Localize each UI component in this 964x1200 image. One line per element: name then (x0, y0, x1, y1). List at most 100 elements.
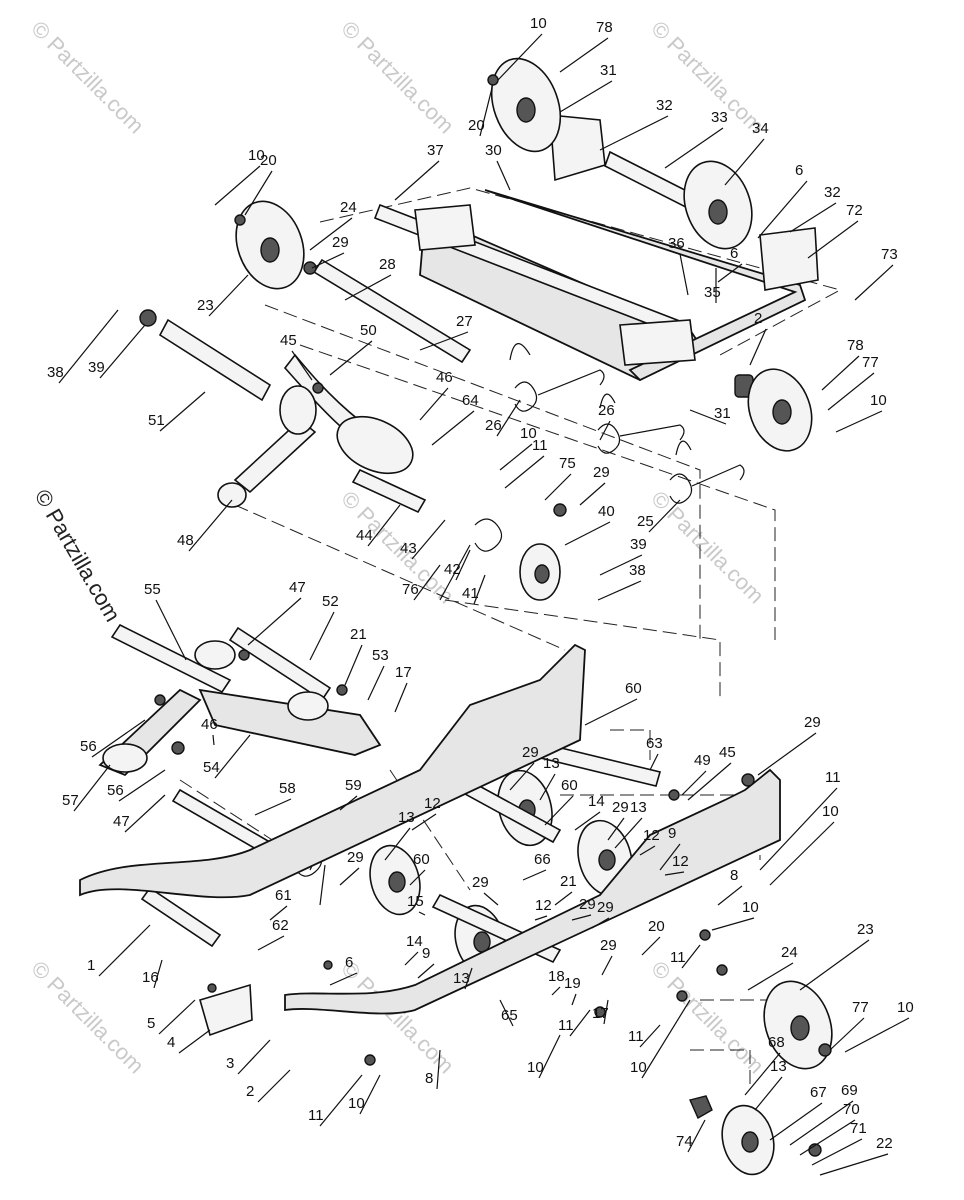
callout: 12 (411, 795, 441, 831)
callout-label: 34 (752, 120, 769, 137)
callout: 66 (522, 851, 551, 881)
callout-leader-line (247, 597, 302, 646)
callout-label: 59 (345, 777, 362, 794)
callout-leader-line (539, 773, 556, 801)
callout-leader-line (291, 350, 313, 381)
callout-label: 20 (260, 152, 277, 169)
callout-leader-line (509, 762, 535, 791)
callout-label: 45 (280, 332, 297, 349)
callout-label: 44 (356, 527, 373, 544)
callout-leader-line (679, 253, 689, 296)
callout-leader-line (214, 165, 261, 206)
callout: 46 (419, 369, 453, 421)
callout: 73 (854, 246, 898, 301)
callout-label: 29 (332, 234, 349, 251)
callout-label: 20 (648, 918, 665, 935)
callout: 64 (431, 392, 479, 446)
callout: 39 (88, 324, 146, 379)
callout: 49 (681, 752, 711, 796)
callout: 14 (574, 793, 605, 831)
callout-leader-line (499, 999, 514, 1027)
callout-label: 14 (588, 793, 605, 810)
callout: 23 (197, 274, 249, 317)
wheel-40 (519, 543, 561, 601)
callout-label: 6 (795, 162, 803, 179)
callout-label: 29 (804, 714, 821, 731)
callout-leader-line (418, 911, 426, 916)
callout-leader-line (569, 1009, 591, 1037)
callout: 11 (670, 944, 701, 969)
callout: 78 (821, 337, 864, 391)
callout-label: 70 (843, 1101, 860, 1118)
callout-label: 22 (876, 1135, 893, 1152)
callout: 20 (468, 87, 493, 137)
callout: 60 (544, 777, 578, 826)
callout-label: 11 (670, 949, 686, 966)
callout-label: 30 (485, 142, 502, 159)
callout: 70 (799, 1101, 860, 1156)
callout-leader-line (367, 665, 385, 701)
wheel-13-c (369, 844, 421, 916)
callout-leader-line (757, 180, 808, 239)
callout-leader-line (681, 944, 701, 969)
callout-leader-line (409, 869, 426, 886)
callout-label: 5 (147, 1015, 155, 1032)
callout-label: 36 (668, 235, 685, 252)
callout-leader-line (158, 999, 196, 1035)
callout-leader-line (641, 999, 691, 1079)
callout-label: 48 (177, 532, 194, 549)
callout: 18 (548, 968, 565, 996)
callout-label: 77 (862, 354, 879, 371)
callout-label: 10 (742, 899, 759, 916)
callout-leader-line (58, 309, 119, 384)
callout: 48 (177, 499, 233, 552)
hardware (139, 74, 832, 1157)
callout: 6 (717, 245, 743, 283)
callout: 13 (384, 809, 415, 861)
watermark-text: © Partzilla.com (646, 956, 769, 1079)
callout: 17 (592, 999, 609, 1025)
callout: 38 (47, 309, 119, 384)
callout: 38 (597, 562, 646, 601)
callout: 63 (646, 735, 663, 771)
callout-label: 76 (402, 581, 419, 598)
callout-leader-line (496, 160, 511, 191)
callout-label: 73 (881, 246, 898, 263)
callout-label: 12 (643, 827, 660, 844)
wheel-23-top (235, 200, 305, 290)
callout: 65 (499, 999, 518, 1027)
callout: 44 (356, 504, 401, 547)
callout: 11 (504, 437, 548, 489)
callout-label: 78 (847, 337, 864, 354)
callout-leader-line (188, 499, 233, 552)
callout: 61 (269, 887, 292, 921)
callout-label: 62 (272, 917, 289, 934)
callout-leader-line (339, 795, 358, 811)
callout-leader-line (571, 993, 577, 1006)
callout-leader-line (538, 1034, 561, 1079)
assembly-guide-lines (179, 187, 842, 1090)
callout: 10 (214, 147, 265, 206)
callout-leader-line (319, 1074, 363, 1127)
callout-leader-line (404, 951, 419, 966)
callout-label: 38 (629, 562, 646, 579)
callout: 13 (539, 755, 560, 801)
callout-label: 11 (558, 1017, 574, 1034)
callout-leader-line (769, 821, 835, 886)
callout: 10 (499, 425, 537, 471)
callout-leader-line (269, 905, 288, 921)
callout-label: 10 (527, 1059, 544, 1076)
callout: 25 (637, 499, 681, 533)
callout-leader-line (744, 1052, 781, 1096)
callout: 56 (107, 769, 166, 802)
callout-label: 10 (870, 392, 887, 409)
callout-leader-line (344, 274, 392, 301)
callout-label: 41 (462, 585, 479, 602)
callout-label: 11 (532, 437, 548, 454)
callout-leader-line (789, 202, 837, 233)
callout-leader-line (571, 914, 592, 921)
callout: 10 (630, 999, 691, 1079)
callout: 47 (113, 794, 166, 833)
callout: 51 (148, 391, 206, 432)
